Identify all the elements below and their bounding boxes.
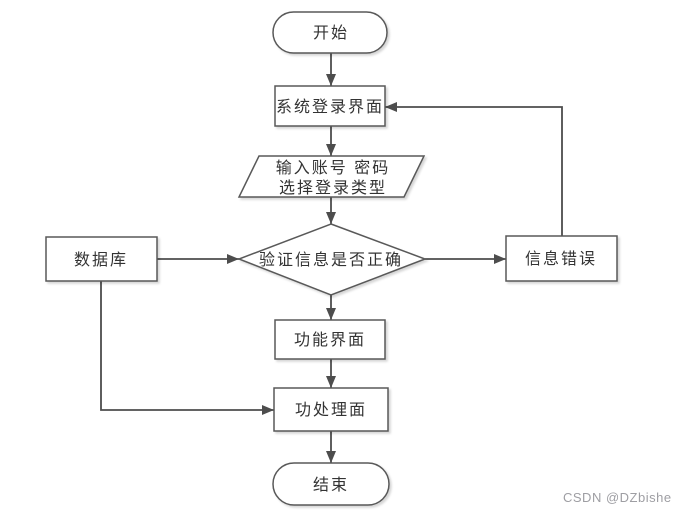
arrow-database-to-handler (100, 281, 274, 415)
arrow-error-to-login (385, 102, 563, 236)
login-process-box (274, 85, 386, 127)
end-label: 结束 (313, 476, 349, 494)
end-terminator (272, 462, 390, 506)
login-label: 系统登录界面 (276, 98, 384, 116)
database-box (45, 236, 158, 282)
function-box (274, 319, 386, 360)
start-label: 开始 (313, 24, 349, 42)
input-label-line1: 输入账号 密码 (276, 159, 390, 177)
database-label: 数据库 (74, 251, 128, 269)
handler-box (273, 387, 389, 432)
function-label: 功能界面 (294, 331, 366, 349)
verify-decision-diamond (236, 223, 428, 296)
error-box (505, 235, 618, 282)
error-label: 信息错误 (525, 250, 597, 268)
input-parallelogram (237, 155, 426, 198)
csdn-watermark: CSDN @DZbishe (563, 490, 672, 505)
input-label-line2: 选择登录类型 (279, 179, 387, 197)
handler-label: 功处理面 (295, 401, 367, 419)
verify-label: 验证信息是否正确 (259, 251, 403, 269)
start-terminator (272, 11, 388, 54)
